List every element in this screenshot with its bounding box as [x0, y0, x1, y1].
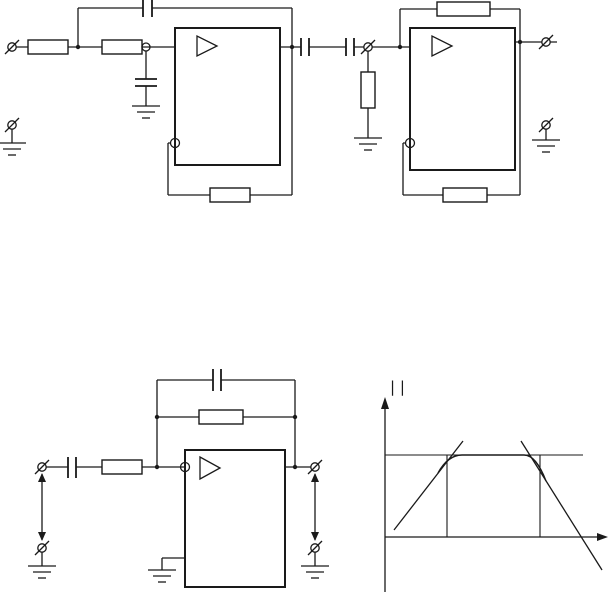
junction-dot [154, 464, 160, 470]
wires [41, 379, 316, 570]
junction-dot [397, 44, 403, 50]
cutoff-marker-lines [446, 455, 541, 537]
voltage-arrow-left [38, 473, 46, 541]
junction-dot [75, 44, 81, 50]
circuit-stage-1 [0, 0, 310, 203]
y-axis-label: | | [390, 378, 405, 396]
resistor [101, 459, 143, 475]
ground-icon [531, 139, 561, 153]
junction-dot [289, 44, 295, 50]
junction-dot [154, 414, 160, 420]
ground-icon [0, 142, 27, 156]
arrowhead-down-icon [38, 532, 46, 541]
opamp-body [409, 27, 516, 171]
opamp-triangle-icon [199, 455, 222, 481]
ground-icon [27, 565, 57, 579]
junction-dot [292, 464, 298, 470]
node-circle [141, 42, 151, 52]
response-curve [437, 454, 547, 482]
ground-icon [147, 569, 177, 583]
arrowhead-up-icon [38, 473, 46, 482]
circuit-stage-3 [27, 369, 330, 588]
wires [11, 7, 301, 196]
opamp-body [174, 27, 281, 166]
ground-icon [300, 565, 330, 579]
inverting-input-node [169, 137, 181, 149]
junction-dot [292, 414, 298, 420]
capacitor-plates [135, 0, 310, 87]
feedback-resistor [198, 409, 244, 425]
opamp-triangle-icon [196, 34, 219, 58]
inverting-input-node [179, 461, 191, 473]
inverting-input-node [404, 137, 416, 149]
shunt-resistor [360, 71, 376, 109]
frequency-response-graph: | | [381, 378, 608, 592]
voltage-arrow-right [311, 473, 319, 541]
low-side-asymptote [393, 440, 464, 531]
feedback-resistor [442, 187, 488, 203]
feedback-resistor [436, 1, 491, 17]
x-axis-arrow-icon [597, 533, 608, 541]
opamp-triangle-icon [431, 34, 454, 58]
resistor [101, 39, 143, 55]
ground-icon [131, 105, 161, 119]
opamp-body [184, 449, 286, 588]
arrowhead-up-icon [311, 473, 319, 482]
circuit-stage-2 [309, 1, 561, 203]
ground-icon [353, 137, 383, 151]
capacitor-plates [67, 369, 222, 478]
high-side-asymptote [520, 440, 603, 571]
wires [309, 8, 557, 196]
junction-dot [517, 39, 523, 45]
arrowhead-down-icon [311, 532, 319, 541]
resistor [27, 39, 69, 55]
capacitor-plates [345, 38, 355, 56]
y-axis-arrow-icon [381, 397, 389, 409]
feedback-resistor [209, 187, 251, 203]
